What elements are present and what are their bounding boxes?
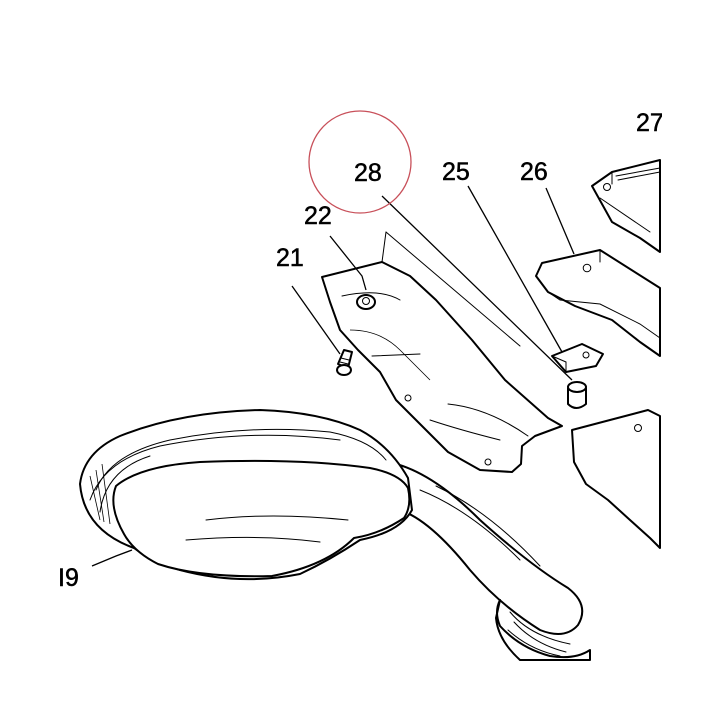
callout-26: 26 [520,158,548,186]
callout-25: 25 [442,158,470,186]
leader-25 [467,185,563,353]
part-26-bracket [535,249,661,357]
callout-22: 22 [304,202,332,230]
part-25-clip [551,343,604,373]
highlight-circle [308,110,412,214]
part-27-plate [591,159,661,253]
callout-27: 27 [636,109,664,137]
part-19-mirror [79,409,413,581]
part-21-screw [336,349,353,376]
leader-22 [329,235,367,291]
leader-lines [91,185,575,567]
right-crop-mask [662,100,720,660]
leader-26 [545,187,575,255]
body-panel [571,409,661,549]
mirror-stem [387,461,584,635]
leader-28 [381,195,573,381]
part-28-bushing [567,381,587,409]
callout-19: I9 [58,564,79,592]
mirror-base [495,599,591,661]
leader-21 [291,285,341,355]
callout-28: 28 [354,159,382,187]
leader-19 [91,549,133,567]
part-22-bracket [321,231,563,473]
callout-21: 21 [276,244,304,272]
